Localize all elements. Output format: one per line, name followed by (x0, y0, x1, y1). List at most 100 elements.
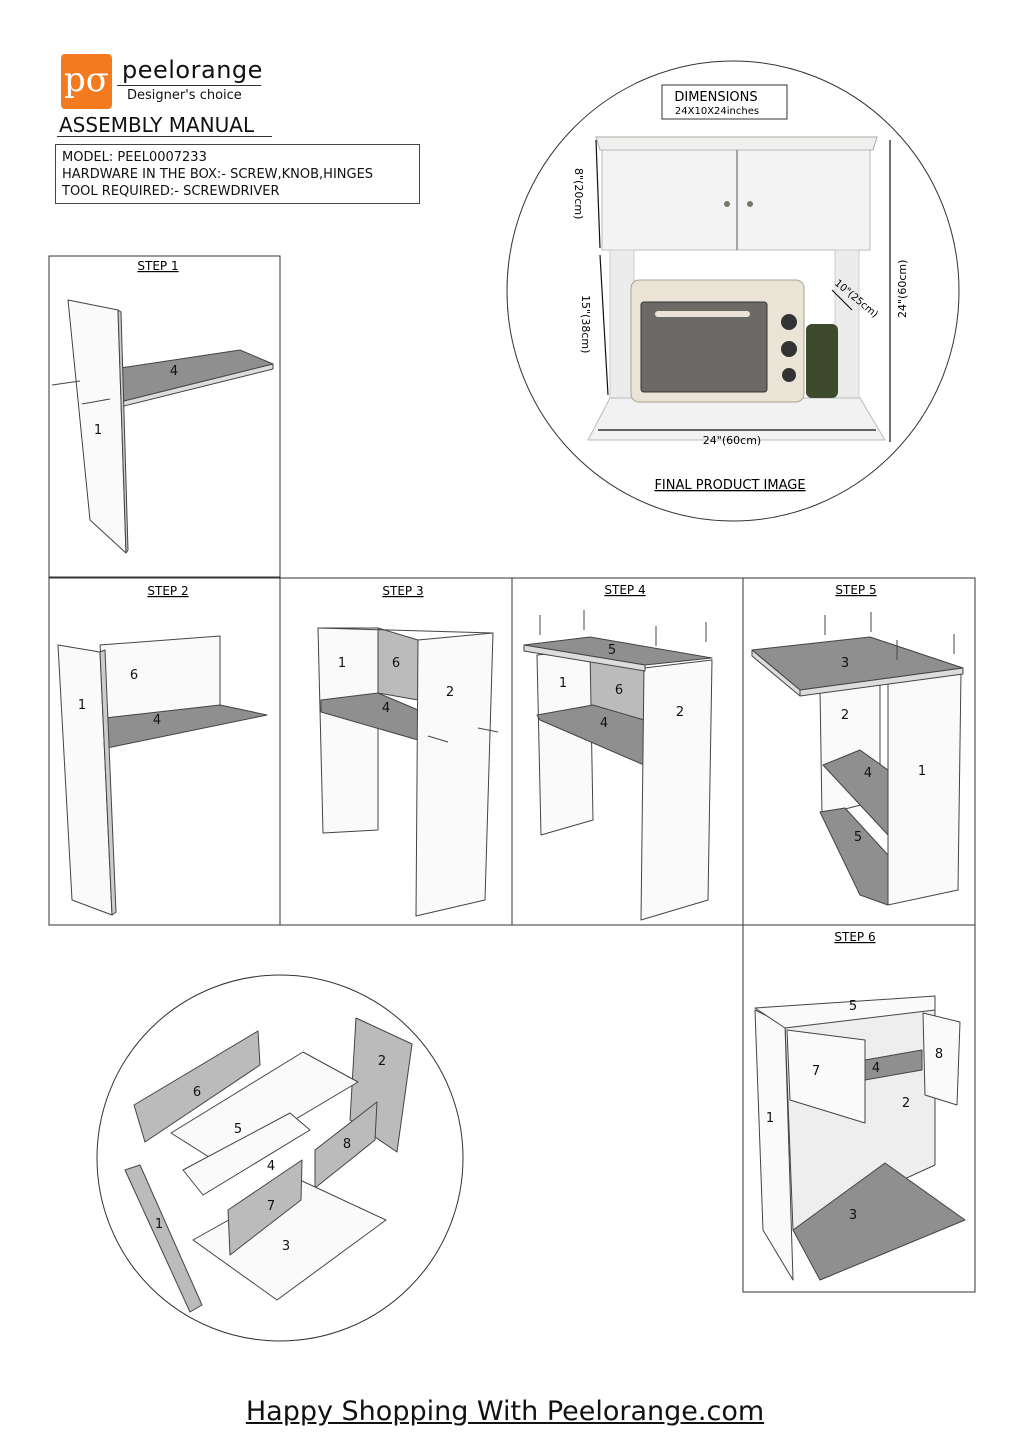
part-label: 4 (170, 364, 178, 379)
panel-4 (119, 349, 274, 403)
green-cup (806, 324, 838, 398)
step-5-title: STEP 5 (835, 583, 876, 597)
part-label: 6 (392, 656, 400, 671)
brand-tagline: Designer's choice (127, 88, 242, 103)
part-label: 8 (935, 1047, 943, 1062)
part-label: 1 (94, 423, 102, 438)
panel-edge (99, 649, 117, 916)
product-circle (506, 60, 960, 522)
panel-6 (133, 1030, 261, 1143)
door-7 (227, 1159, 303, 1256)
dim-lower: 15"(38cm) (579, 295, 592, 353)
cabinet-top (595, 136, 878, 151)
brand-logo: pσ (61, 54, 112, 109)
part-label: 4 (153, 713, 161, 728)
dimensions-value: 24X10X24inches (675, 106, 759, 117)
part-label: 3 (282, 1239, 290, 1254)
panel-edge (799, 667, 964, 697)
panel-4 (182, 1112, 311, 1196)
knob-icon (747, 201, 753, 207)
panel-5 (754, 995, 936, 1029)
part-label: 6 (193, 1085, 201, 1100)
step-6-box (742, 924, 976, 1293)
step-1-box (48, 255, 281, 578)
part-label: 2 (446, 685, 454, 700)
dimensions-box (661, 84, 788, 120)
part-label: 3 (849, 1208, 857, 1223)
part-label: 2 (676, 705, 684, 720)
part-label: 8 (343, 1137, 351, 1152)
cabinet-doors (601, 149, 871, 251)
oven-knob (782, 368, 796, 382)
page-title: ASSEMBLY MANUAL (59, 113, 255, 137)
part-label: 6 (130, 668, 138, 683)
panel-1 (124, 1164, 203, 1313)
part-label: 4 (600, 716, 608, 731)
product-info-box: MODEL: PEEL0007233 HARDWARE IN THE BOX:-… (55, 144, 420, 204)
panel-edge (117, 309, 129, 554)
oven-knob (781, 341, 797, 357)
dimensions-title: DIMENSIONS (674, 90, 757, 105)
panel-edge (523, 644, 646, 672)
part-label: 1 (155, 1217, 163, 1232)
exploded-view-circle (96, 974, 464, 1342)
oven-knob (781, 314, 797, 330)
brand-name: peelorange (122, 56, 263, 84)
model-text: MODEL: PEEL0007233 (62, 150, 207, 165)
panel-6 (99, 635, 221, 719)
screw-icon (81, 398, 111, 405)
panel-2 (640, 659, 713, 921)
hardware-text: HARDWARE IN THE BOX:- SCREW,KNOB,HINGES (62, 167, 374, 182)
step-1-title: STEP 1 (137, 259, 178, 273)
step-3-title: STEP 3 (382, 584, 423, 598)
part-label: 7 (812, 1064, 820, 1079)
part-label: 1 (559, 676, 567, 691)
cabinet-leg (609, 249, 635, 401)
footer-link[interactable]: Happy Shopping With Peelorange.com (245, 1396, 765, 1427)
knob-icon (724, 201, 730, 207)
screw-icon (477, 727, 499, 733)
panel-5 (170, 1051, 359, 1165)
part-label: 5 (854, 830, 862, 845)
part-label: 3 (841, 656, 849, 671)
part-label: 2 (902, 1096, 910, 1111)
door-8 (314, 1101, 378, 1189)
part-label: 5 (849, 999, 857, 1014)
part-label: 4 (267, 1159, 275, 1174)
step-4-title: STEP 4 (604, 583, 645, 597)
part-label: 6 (615, 683, 623, 698)
cabinet-leg (834, 249, 860, 401)
panel-edge (317, 627, 494, 634)
oven-handle (655, 311, 750, 317)
screw-icon (427, 735, 449, 743)
divider (57, 136, 272, 137)
product-photo: DIMENSIONS 24X10X24inches 8"(20cm) 15"(3… (572, 84, 909, 447)
part-label: 7 (267, 1199, 275, 1214)
part-label: 4 (872, 1061, 880, 1076)
dim-width: 24"(60cm) (703, 434, 761, 447)
step-6-title: STEP 6 (834, 930, 875, 944)
part-label: 1 (78, 698, 86, 713)
panel-1 (887, 671, 962, 906)
part-label: 5 (608, 643, 616, 658)
door-7 (786, 1029, 866, 1124)
part-label: 1 (918, 764, 926, 779)
screw-icon (51, 380, 81, 386)
part-label: 1 (338, 656, 346, 671)
divider (117, 85, 261, 86)
part-label: 2 (841, 708, 849, 723)
part-label: 4 (382, 701, 390, 716)
panel-3 (792, 1162, 966, 1281)
door-8 (922, 1012, 961, 1106)
oven-window (640, 301, 768, 393)
part-label: 1 (766, 1111, 774, 1126)
part-label: 4 (864, 766, 872, 781)
part-label: 5 (234, 1122, 242, 1137)
product-caption: FINAL PRODUCT IMAGE (654, 478, 805, 493)
dim-upper: 8"(20cm) (572, 168, 585, 219)
panel-2 (415, 632, 494, 917)
step-2-title: STEP 2 (147, 584, 188, 598)
part-label: 2 (378, 1054, 386, 1069)
tool-text: TOOL REQUIRED:- SCREWDRIVER (62, 184, 280, 199)
